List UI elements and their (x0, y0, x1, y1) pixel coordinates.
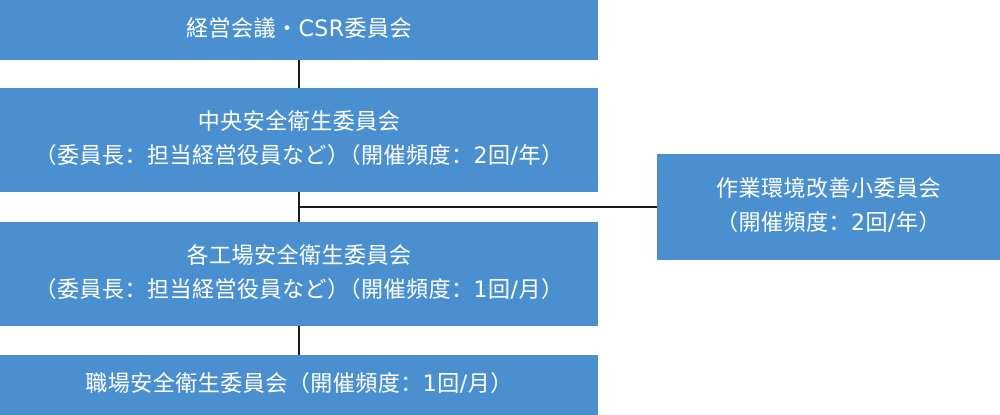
connector-management-central (298, 60, 300, 88)
plant-committee-details: （委員長：担当経営役員など）（開催頻度：1回/月） (34, 278, 564, 303)
central-safety-committee-box: 中央安全衛生委員会 （委員長：担当経営役員など）（開催頻度：2回/年） (0, 88, 598, 192)
plant-committee-title: 各工場安全衛生委員会 (186, 243, 412, 269)
workplace-committee-title: 職場安全衛生委員会（開催頻度：1回/月） (85, 371, 513, 397)
management-csr-committee-box: 経営会議・CSR委員会 (0, 0, 598, 60)
plant-safety-committee-box: 各工場安全衛生委員会 （委員長：担当経営役員など）（開催頻度：1回/月） (0, 222, 598, 326)
environment-subcommittee-title: 作業環境改善小委員会 (715, 176, 941, 202)
central-committee-title: 中央安全衛生委員会 (197, 109, 401, 135)
connector-branch-environment (298, 206, 657, 208)
environment-subcommittee-details: （開催頻度：2回/年） (716, 211, 941, 236)
central-committee-details: （委員長：担当経営役員など）（開催頻度：2回/年） (34, 144, 564, 169)
management-committee-title: 経営会議・CSR委員会 (185, 16, 413, 42)
workplace-safety-committee-box: 職場安全衛生委員会（開催頻度：1回/月） (0, 355, 598, 415)
work-environment-subcommittee-box: 作業環境改善小委員会 （開催頻度：2回/年） (657, 154, 1000, 260)
connector-plant-workplace (298, 326, 300, 355)
